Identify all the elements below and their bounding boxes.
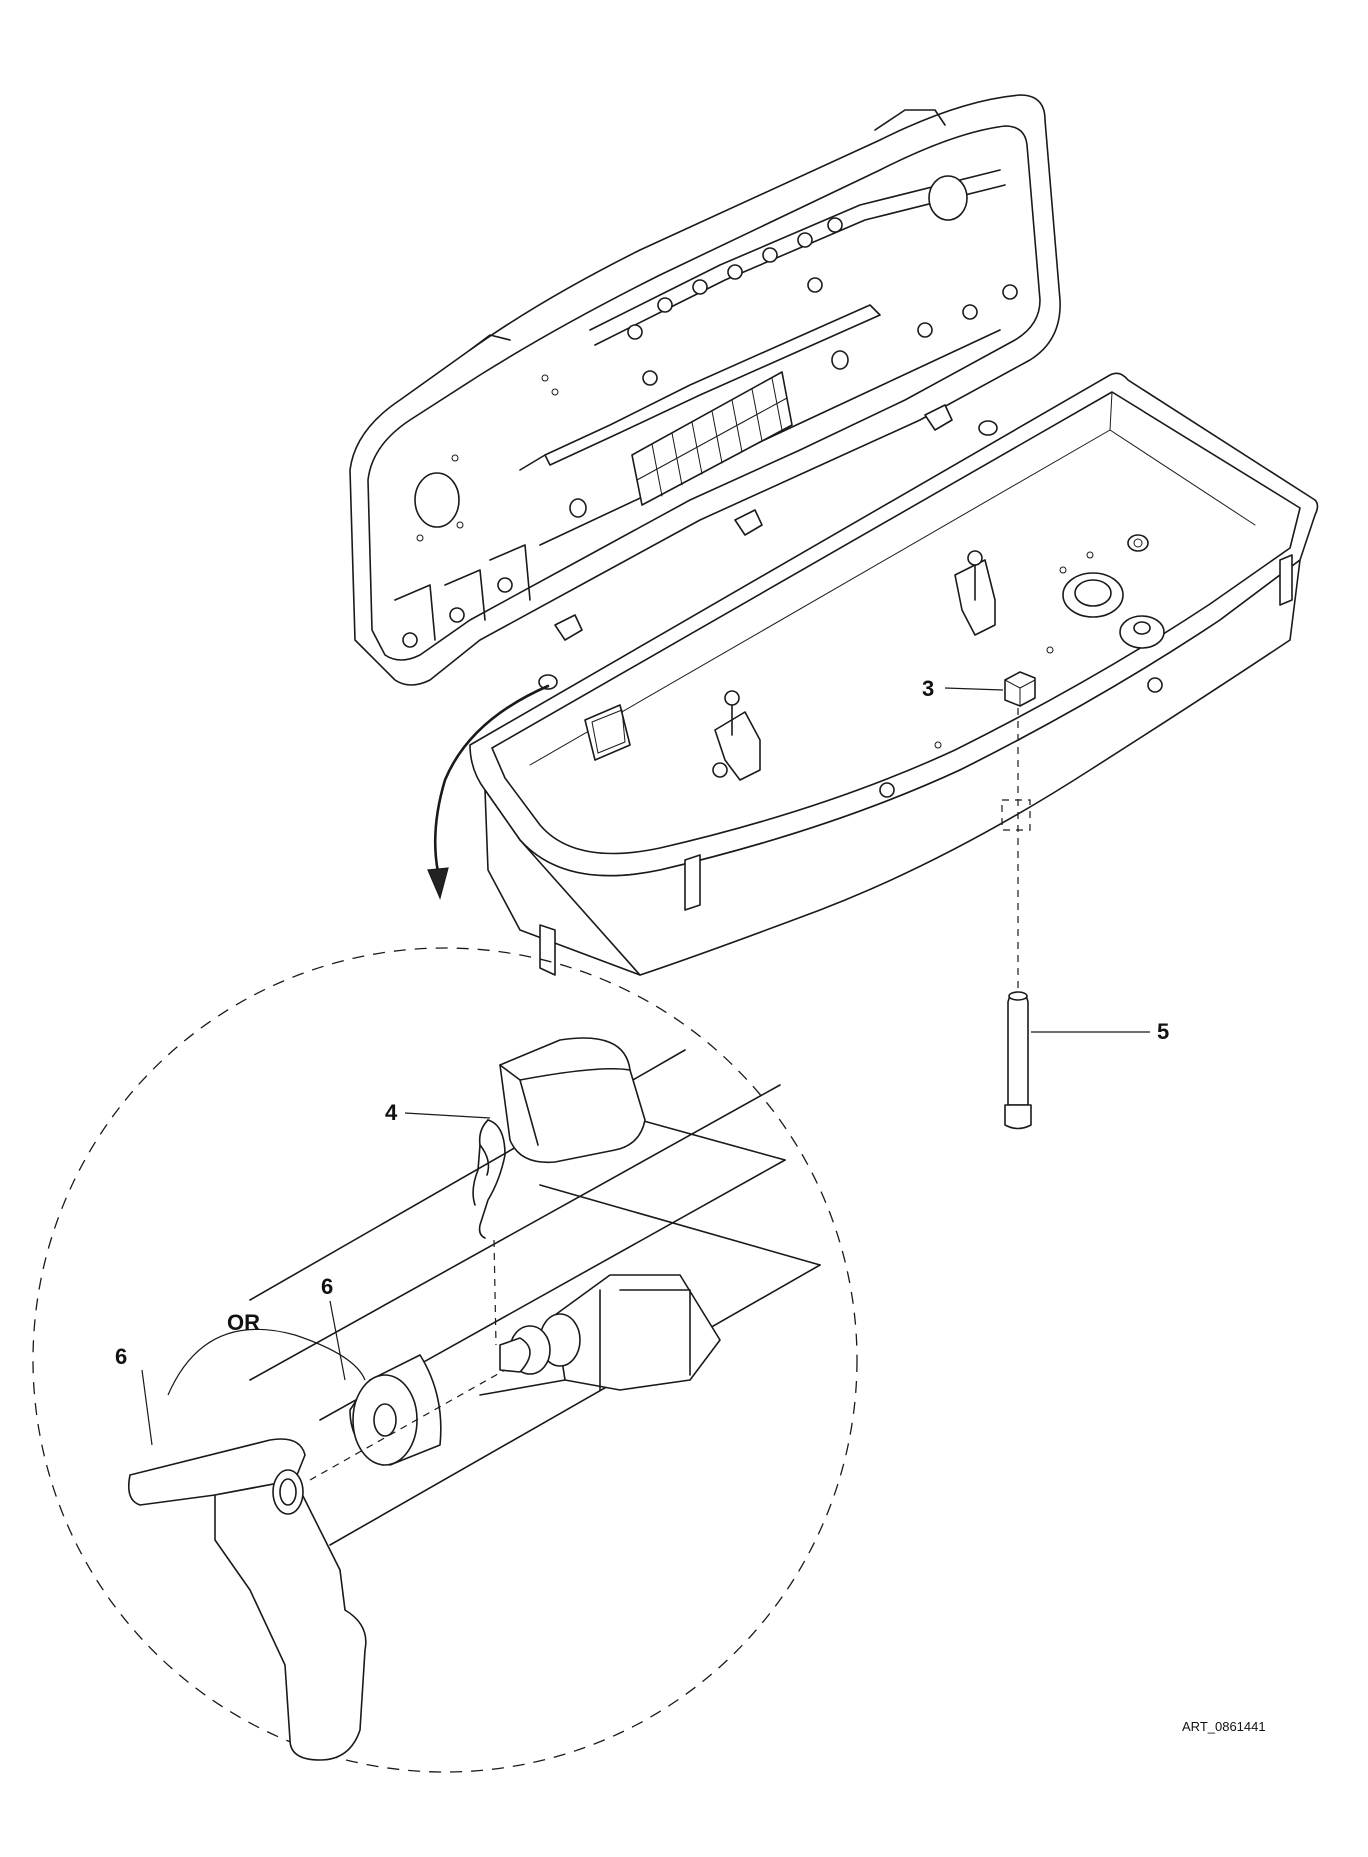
lid	[349, 94, 1061, 690]
interior-bracket-left	[712, 690, 761, 781]
part-5-bolt	[1004, 991, 1150, 1130]
part-3-nut	[944, 671, 1036, 707]
callout-5: 5	[1157, 1019, 1169, 1044]
callout-4: 4	[385, 1100, 398, 1125]
detail-connector-arrow	[427, 684, 550, 900]
lid-clip-row-upper	[627, 217, 1018, 386]
art-id-label: ART_0861441	[1182, 1719, 1266, 1734]
callout-6-bracket: 6	[115, 1344, 127, 1369]
detail-view-boundary	[32, 947, 858, 1773]
bumper-cap	[499, 1037, 646, 1164]
detail-view	[127, 1037, 821, 1761]
lid-clip-row-lower	[394, 544, 531, 648]
callout-or: OR	[227, 1310, 260, 1335]
callout-3: 3	[922, 676, 934, 701]
callout-6-washer: 6	[321, 1274, 333, 1299]
part-6-bracket	[127, 1438, 367, 1761]
interior-bracket-right	[954, 550, 996, 636]
part-4-hairpin-clip	[404, 1112, 506, 1239]
hinge-pin-housing	[479, 1274, 721, 1396]
base-box	[469, 372, 1319, 976]
part-6-washer	[349, 1354, 442, 1466]
